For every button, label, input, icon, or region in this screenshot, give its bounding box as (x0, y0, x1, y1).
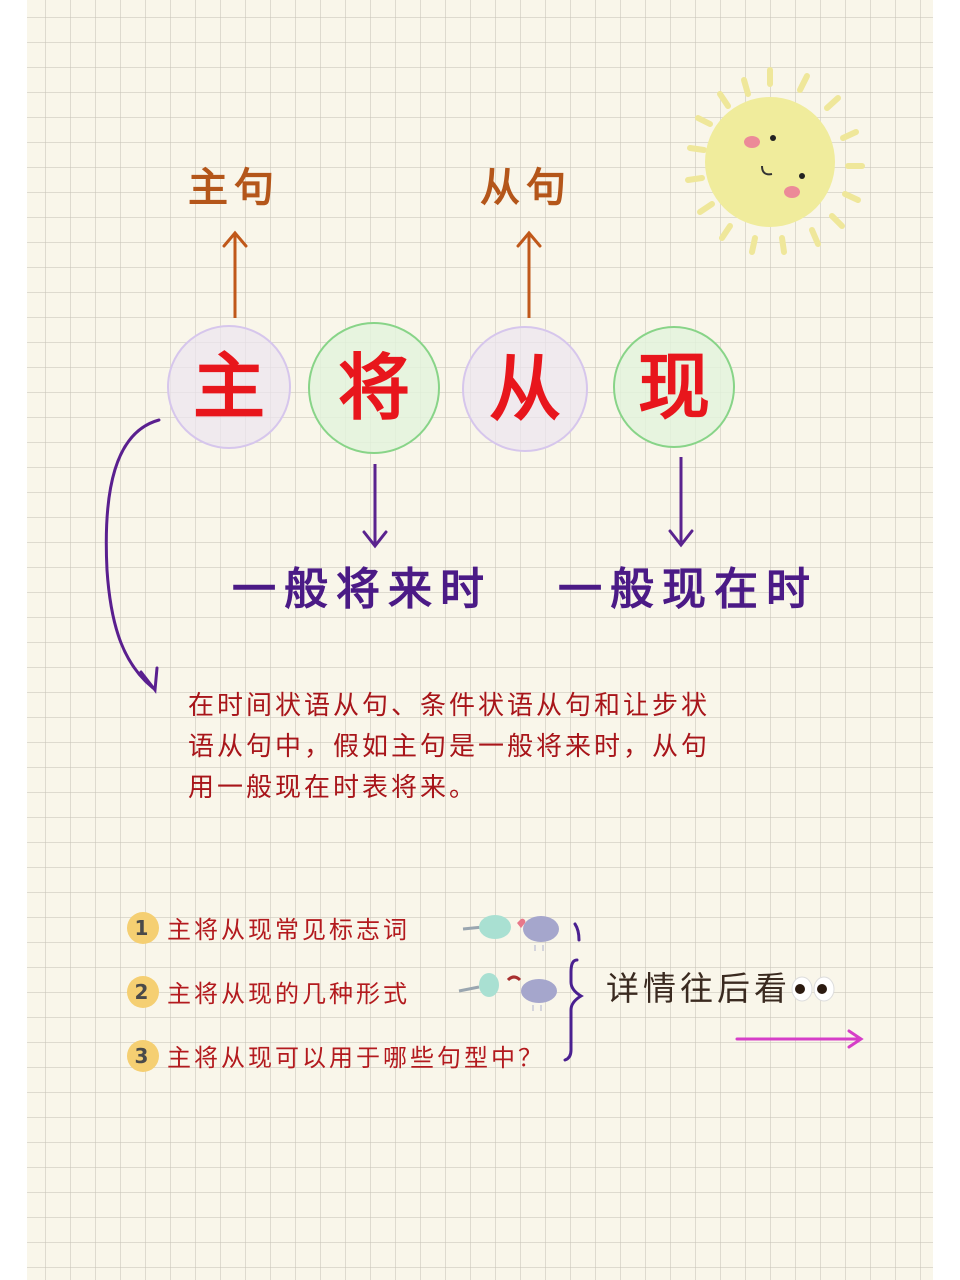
number-badge: 3 (127, 1039, 159, 1072)
circle-jiang: 将 (308, 322, 440, 454)
arrow-right-icon (735, 1029, 864, 1049)
future-tense-label: 一般将来时 (232, 564, 492, 615)
circle-char: 从 (488, 347, 561, 431)
main-clause-label: 主句 (188, 165, 280, 211)
explanation-line: 语从句中，假如主句是一般将来时，从句 (188, 732, 711, 762)
explanation-line: 用一般现在时表将来。 (188, 773, 479, 803)
topic-item-3: 3 主将从现可以用于哪些句型中？ (127, 1038, 545, 1073)
brace-icon (563, 922, 584, 1062)
see-more-note: 详情往后看 (606, 972, 835, 1005)
topic-item-1: 1 主将从现常见标志词 (127, 910, 410, 945)
topic-text: 主将从现的几种形式 (167, 980, 410, 1008)
eyes-icon (791, 976, 835, 1001)
number-badge: 1 (127, 911, 159, 944)
circle-char: 现 (637, 345, 710, 429)
cloud-decoration-icon (458, 915, 559, 1011)
arrow-down-icon (362, 464, 388, 549)
explanation-line: 在时间状语从句、条件状语从句和让步状 (188, 691, 711, 721)
curved-arrow-icon (104, 418, 161, 694)
arrow-down-icon (668, 457, 694, 548)
arrow-up-icon (222, 230, 248, 318)
circle-zhu: 主 (167, 325, 291, 449)
sun-illustration-icon (685, 67, 865, 255)
sub-clause-label: 从句 (480, 165, 572, 211)
circle-xian: 现 (613, 326, 735, 448)
topic-item-2: 2 主将从现的几种形式 (127, 974, 410, 1009)
circle-cong: 从 (462, 326, 588, 452)
arrow-up-icon (516, 230, 542, 318)
topic-text: 主将从现可以用于哪些句型中？ (167, 1044, 545, 1072)
circle-char: 将 (337, 346, 410, 430)
number-badge: 2 (127, 975, 159, 1008)
topic-text: 主将从现常见标志词 (167, 916, 410, 944)
see-more-text: 详情往后看 (606, 969, 791, 1008)
circle-char: 主 (192, 345, 265, 429)
explanation-paragraph: 在时间状语从句、条件状语从句和让步状 语从句中，假如主句是一般将来时，从句 用一… (188, 686, 808, 809)
present-tense-label: 一般现在时 (558, 564, 818, 615)
